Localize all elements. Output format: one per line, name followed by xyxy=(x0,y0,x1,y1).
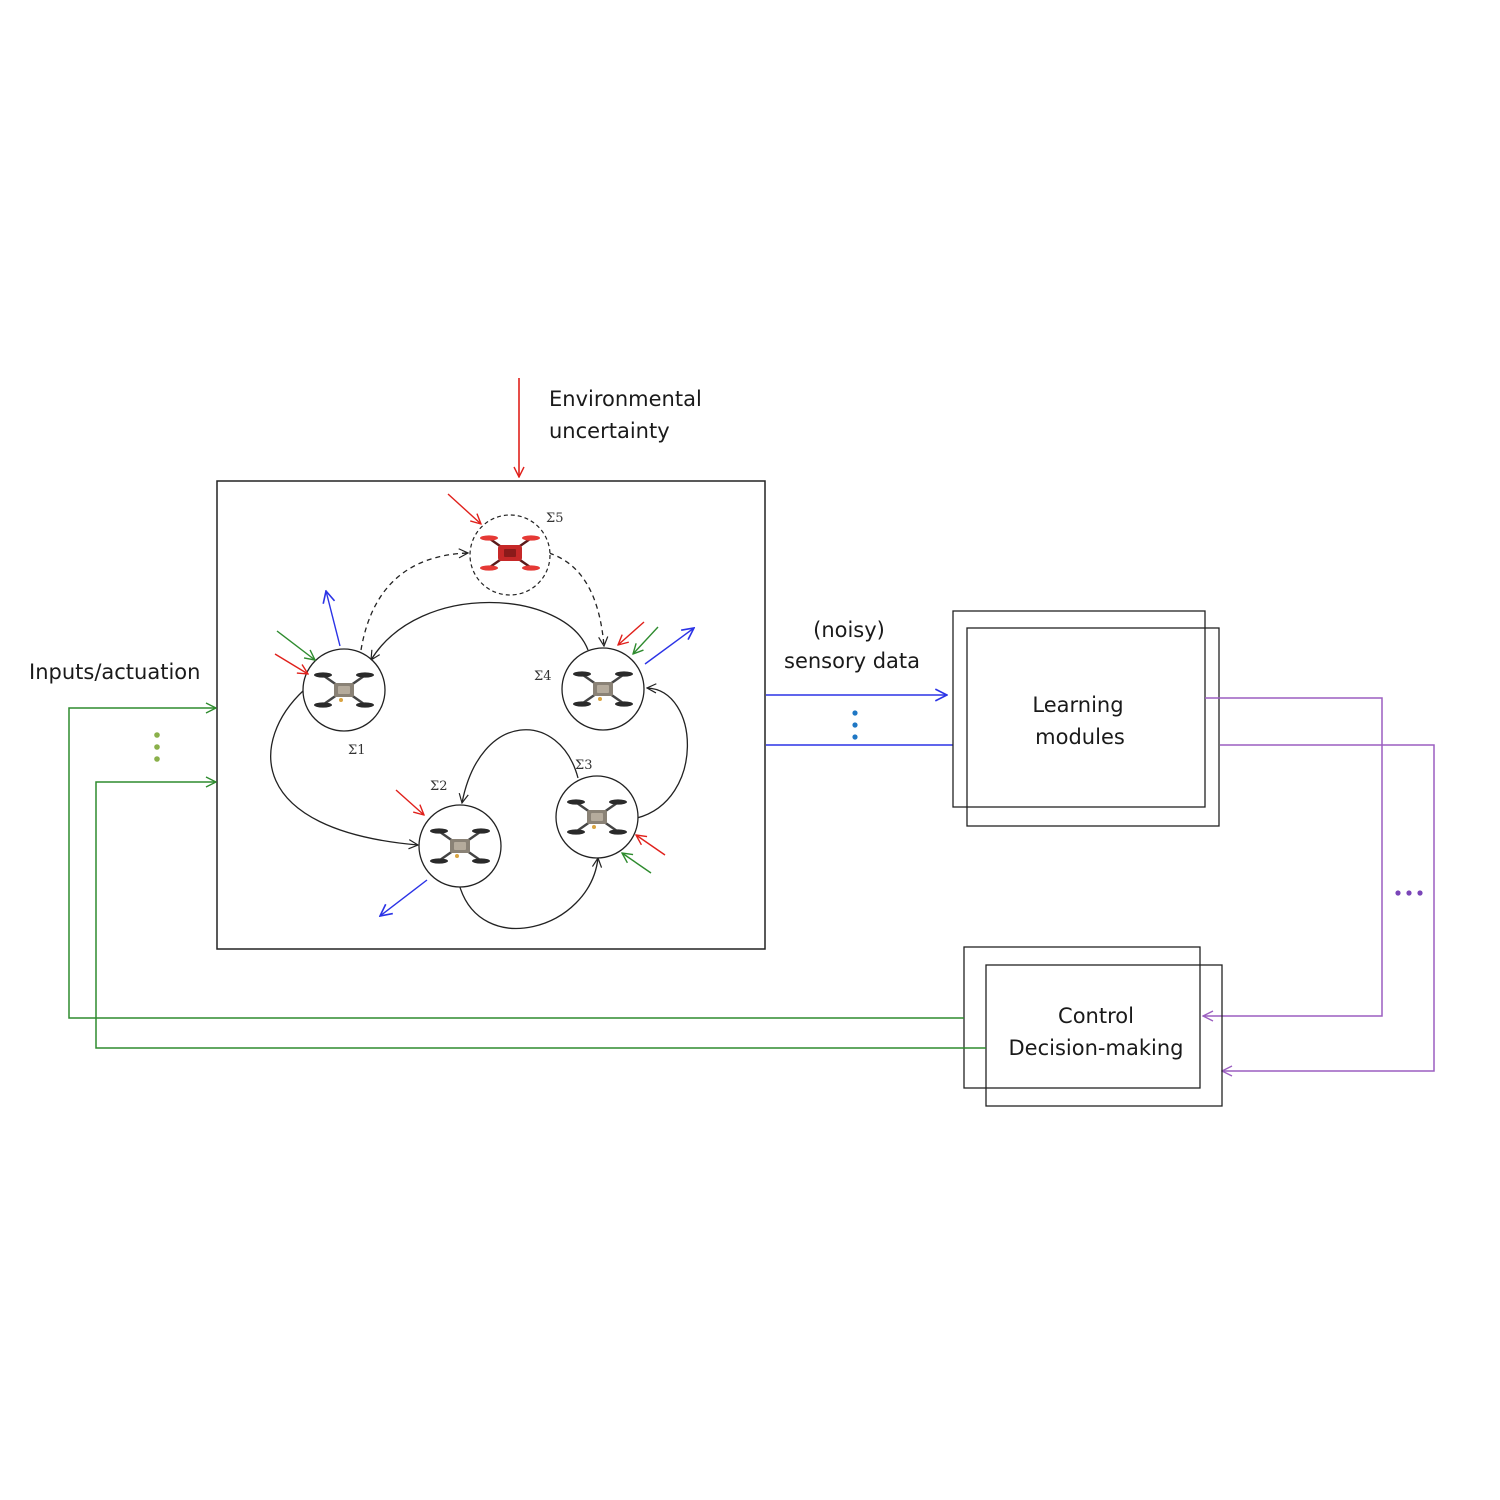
sensory-dots-icon xyxy=(852,710,858,740)
learning-modules-block: Learning modules xyxy=(952,610,1220,827)
agent-node-3: Σ3 xyxy=(555,758,639,859)
red-arrow-agent1 xyxy=(274,653,308,674)
actuation-paths xyxy=(68,708,986,1049)
green-arrow-agent1 xyxy=(276,630,315,660)
feedback-paths xyxy=(1203,697,1435,1071)
agent-node-4: Σ4 xyxy=(534,647,645,731)
agent-label-4: Σ4 xyxy=(534,669,551,684)
multi-agent-system-box xyxy=(216,480,766,950)
inputs-actuation-label: Inputs/actuation xyxy=(29,660,200,684)
green-arrow-agent3 xyxy=(622,853,652,874)
link-1-to-5-dashed xyxy=(360,553,468,651)
control-box-back xyxy=(963,946,1201,1089)
actuation-path-2 xyxy=(95,782,986,1049)
environmental-label-line1: Environmental xyxy=(549,387,702,411)
noisy-label-line2: sensory data xyxy=(784,649,920,673)
agent-node-5: Σ5 xyxy=(469,511,563,596)
blue-arrow-agent4 xyxy=(644,628,694,665)
feedback-dots-icon xyxy=(1395,890,1423,896)
learning-label-line1: Learning xyxy=(1032,693,1123,717)
learning-label-line2: modules xyxy=(1035,725,1125,749)
agent-label-5: Σ5 xyxy=(546,511,563,526)
agent-label-1: Σ1 xyxy=(348,743,365,758)
red-arrow-agent5 xyxy=(447,493,481,524)
control-box-front xyxy=(985,964,1223,1107)
learning-box-back xyxy=(952,610,1206,808)
red-arrow-agent3 xyxy=(636,835,666,856)
link-5-to-4-dashed xyxy=(548,552,604,646)
environmental-label-line2: uncertainty xyxy=(549,419,670,443)
control-label-line2: Decision-making xyxy=(1009,1036,1184,1060)
link-4-to-1 xyxy=(371,601,589,661)
noisy-label-line1: (noisy) xyxy=(813,618,885,642)
agent-label-3: Σ3 xyxy=(575,758,592,773)
agent-links xyxy=(270,552,689,930)
agent-node-2: Σ2 xyxy=(418,779,502,888)
agent-label-2: Σ2 xyxy=(430,779,447,794)
link-3-to-4 xyxy=(636,688,689,819)
red-arrow-agent4 xyxy=(618,621,645,645)
red-arrow-agent2 xyxy=(395,789,424,815)
link-3-to-2 xyxy=(462,729,579,803)
agent-influence-arrows xyxy=(274,493,694,916)
link-1-to-2 xyxy=(270,689,418,845)
feedback-path-2 xyxy=(1220,744,1435,1071)
control-decision-block: Control Decision-making xyxy=(963,946,1223,1107)
green-arrow-agent4 xyxy=(633,626,659,654)
learning-box-front xyxy=(966,627,1220,827)
drone-icon-5 xyxy=(480,535,540,571)
blue-arrow-agent2 xyxy=(380,879,428,916)
environmental-uncertainty: Environmental uncertainty xyxy=(519,378,702,477)
link-2-to-3 xyxy=(458,858,598,930)
sensory-data: (noisy) sensory data xyxy=(766,618,966,745)
control-label-line1: Control xyxy=(1058,1004,1134,1028)
actuation-path-1 xyxy=(68,708,964,1019)
actuation-dots-icon xyxy=(154,732,160,762)
feedback-path-1 xyxy=(1203,697,1383,1016)
blue-arrow-agent1 xyxy=(326,591,341,647)
agent-node-1: Σ1 xyxy=(302,648,386,758)
